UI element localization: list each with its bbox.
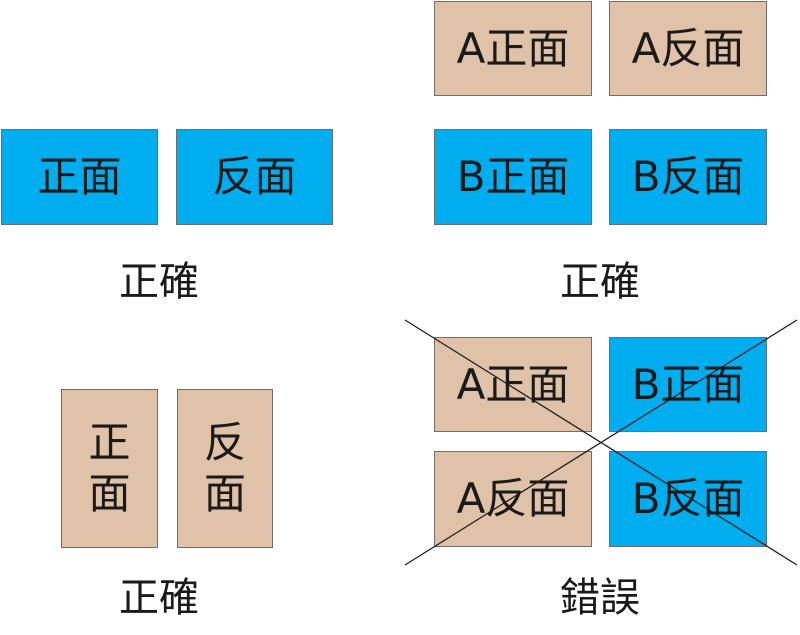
card-b-back: B反面 (609, 129, 767, 225)
caption-correct-1: 正確 (119, 259, 199, 305)
card-front-vertical: 正 面 (61, 389, 158, 548)
caption-correct-3: 正確 (119, 575, 199, 621)
card-front-char-2: 面 (88, 468, 131, 518)
card-front-blue: 正面 (1, 129, 158, 225)
card-a-front-wrong: A正面 (434, 337, 592, 432)
card-back-char-2: 面 (203, 468, 246, 518)
caption-correct-2: 正確 (560, 259, 640, 305)
card-b-front: B正面 (434, 129, 592, 225)
card-a-back: A反面 (609, 1, 767, 96)
card-a-front: A正面 (434, 1, 592, 96)
card-front-char-1: 正 (88, 418, 131, 468)
caption-wrong: 錯誤 (560, 575, 640, 621)
card-back-char-1: 反 (203, 418, 246, 468)
card-back-vertical: 反 面 (177, 389, 273, 548)
cross-line-2 (404, 319, 798, 566)
card-b-back-wrong: B反面 (609, 451, 767, 547)
card-b-front-wrong: B正面 (609, 337, 767, 432)
card-back-blue: 反面 (176, 129, 333, 225)
